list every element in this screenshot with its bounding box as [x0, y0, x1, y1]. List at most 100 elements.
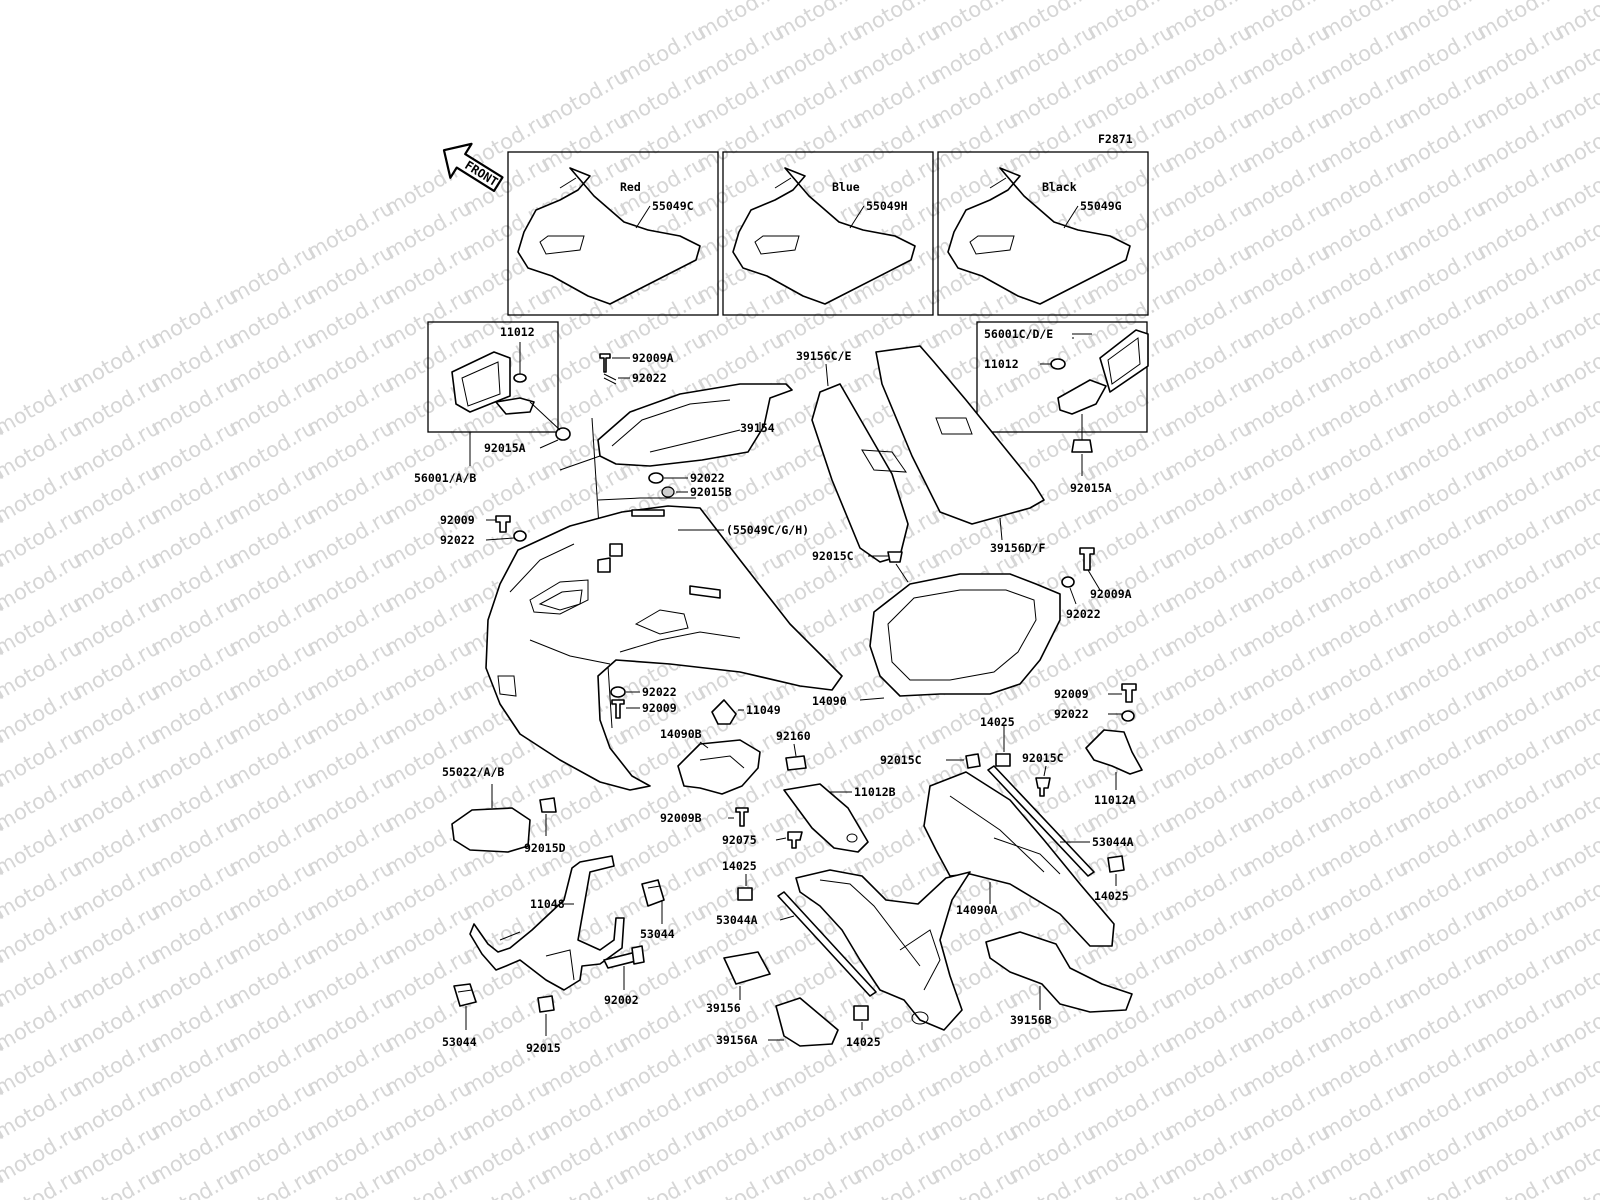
- color-variant-red: Red 55049C: [507, 151, 719, 316]
- screw-icon: [735, 807, 749, 827]
- label-92009a: 92009A: [1090, 587, 1132, 601]
- label-11012: 11012: [984, 357, 1019, 371]
- washer-icon: [610, 686, 626, 698]
- label-39156: 39156: [706, 1001, 741, 1015]
- screw-icon: [1121, 683, 1137, 703]
- variant-frame: [937, 151, 1149, 316]
- pad-39156: [723, 951, 771, 985]
- pad-14025-icon: [995, 753, 1011, 767]
- label-92015d: 92015D: [524, 841, 566, 855]
- nut-icon: [661, 486, 675, 498]
- label-11012: 11012: [500, 325, 535, 339]
- upper-cowl-red: [517, 167, 701, 305]
- lower-cowl-left: 53044A 14025 14025: [716, 859, 971, 1049]
- color-name: Black: [1042, 180, 1077, 194]
- screw-icon: [495, 515, 511, 533]
- label-39156a: 39156A: [716, 1033, 758, 1047]
- label-39156df: 39156D/F: [990, 541, 1045, 555]
- upper-cowl-blue: [732, 167, 916, 305]
- washer-icon: [648, 472, 664, 484]
- label-14090a: 14090A: [956, 903, 998, 917]
- pad-14025-icon: [1107, 855, 1125, 873]
- label-39156ce: 39156C/E: [796, 349, 851, 363]
- watermark-text: motod.ru: [1551, 0, 1600, 44]
- label-92009: 92009: [1054, 687, 1089, 701]
- pad-14025-icon: [737, 887, 753, 901]
- label-92009: 92009: [642, 701, 677, 715]
- label-92015c: 92015C: [812, 549, 854, 563]
- side-panels-39156: 39156C/E 39156D/F: [796, 345, 1045, 563]
- label-92002: 92002: [604, 993, 639, 1007]
- label-55022ab: 55022/A/B: [442, 765, 504, 779]
- label-14025: 14025: [846, 1035, 881, 1049]
- label-92075: 92075: [722, 833, 757, 847]
- left-mirror-group: 11012 92015A 56001/A/B: [414, 321, 571, 485]
- clip-icon: [1035, 777, 1051, 797]
- washer-icon: [513, 530, 527, 542]
- label-53044a: 53044A: [716, 913, 758, 927]
- label-92160: 92160: [776, 729, 811, 743]
- washer-icon: [1121, 710, 1135, 722]
- color-variant-blue: Blue 55049H: [722, 151, 934, 316]
- clip-icon: [965, 753, 981, 769]
- color-name: Blue: [832, 180, 860, 194]
- clip-icon: [539, 797, 557, 813]
- label-92009: 92009: [440, 513, 475, 527]
- label-11012b: 11012B: [854, 785, 896, 799]
- label-11012a: 11012A: [1094, 793, 1136, 807]
- label-14025: 14025: [980, 715, 1015, 729]
- color-name: Red: [620, 180, 641, 194]
- right-mirror-group: 11012 56001C/D/E 92015A: [976, 321, 1149, 495]
- upper-cowl-black: [947, 167, 1131, 305]
- figure-code: F2871: [1098, 132, 1133, 146]
- mirror-frame-right: [976, 321, 1148, 433]
- label-92022: 92022: [642, 685, 677, 699]
- stay-11048: 11048 92002 92015 53044 53044: [442, 855, 675, 1055]
- label-92022: 92022: [690, 471, 725, 485]
- label-92022: 92022: [1066, 607, 1101, 621]
- clip-icon: [787, 831, 803, 849]
- label-53044: 53044: [640, 927, 675, 941]
- clip-icon: [887, 551, 903, 563]
- label-56001cde: 56001C/D/E: [984, 327, 1053, 341]
- part-number: 55049G: [1080, 199, 1122, 213]
- label-14025: 14025: [1094, 889, 1129, 903]
- label-14090b: 14090B: [660, 727, 702, 741]
- part-number: 55049C: [652, 199, 694, 213]
- label-11048: 11048: [530, 897, 565, 911]
- cover-11012a: 11012A 92009 92022: [1054, 683, 1143, 807]
- mirror-frame-left: [427, 321, 559, 433]
- seal-strip-icon: [777, 891, 877, 997]
- cover-55022: 55022/A/B 92015D: [442, 765, 566, 855]
- label-55049cgh: (55049C/G/H): [726, 523, 809, 537]
- part-number: 55049H: [866, 199, 908, 213]
- pad-39156b: [985, 931, 1133, 1013]
- pad-14025-icon: [853, 1005, 869, 1021]
- color-variant-black: Black 55049G: [937, 151, 1149, 316]
- washer-icon: [1061, 576, 1075, 588]
- label-92015b: 92015B: [690, 485, 732, 499]
- lower-cowl-14090a: 92015C 92015C 14025 14090A 53044A 14025: [880, 715, 1134, 947]
- trim-pads: 39156 39156A 39156B: [706, 931, 1133, 1047]
- grommet-icon: [1071, 439, 1093, 453]
- label-53044: 53044: [442, 1035, 477, 1049]
- label-92022: 92022: [1054, 707, 1089, 721]
- label-56001ab: 56001/A/B: [414, 471, 476, 485]
- main-upper-cowl: (55049C/G/H) 92009 92022 92022 92009: [440, 497, 843, 791]
- nut-icon: [537, 995, 555, 1013]
- pad-92160: 92160: [776, 729, 811, 771]
- label-92015a: 92015A: [1070, 481, 1112, 495]
- right-mirror-icon: [1099, 329, 1149, 393]
- screw-icon: [1079, 547, 1095, 571]
- inner-cover-39154: 39154 92009A 92022 92022 92015B: [559, 351, 793, 729]
- label-39154: 39154: [740, 421, 775, 435]
- label-53044a: 53044A: [1092, 835, 1134, 849]
- label-92015c: 92015C: [880, 753, 922, 767]
- label-92015a: 92015A: [484, 441, 526, 455]
- variant-frame: [507, 151, 719, 316]
- label-92009a: 92009A: [632, 351, 674, 365]
- bracket-14090b: 14090B 92009B: [660, 727, 761, 827]
- upper-cowl-body: [485, 505, 843, 791]
- clip-53044-icon: [453, 983, 477, 1007]
